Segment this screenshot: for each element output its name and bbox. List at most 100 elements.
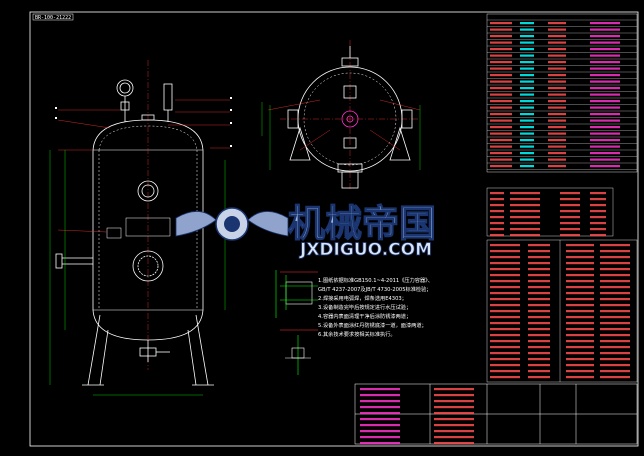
table-text-mark xyxy=(510,222,540,225)
table-text-mark xyxy=(510,234,540,237)
table-text-mark xyxy=(600,340,630,343)
table-text-mark xyxy=(490,286,520,289)
table-text-mark xyxy=(600,304,630,307)
table-text-mark xyxy=(520,28,534,31)
table-text-mark xyxy=(520,67,534,70)
table-text-mark xyxy=(510,198,540,201)
tech-note-4: 3.设备制造完毕后按规定进行水压试验； xyxy=(318,303,411,311)
table-text-mark xyxy=(490,198,504,201)
table-text-mark xyxy=(490,100,512,103)
tech-note-7: 6.其余技术要求按相关标准执行。 xyxy=(318,330,396,338)
table-text-mark xyxy=(590,139,620,142)
table-text-mark xyxy=(434,388,474,391)
table-text-mark xyxy=(434,406,474,409)
table-text-mark xyxy=(520,22,534,25)
table-text-mark xyxy=(548,48,566,51)
table-text-mark xyxy=(490,93,512,96)
table-text-mark xyxy=(360,388,400,391)
table-text-mark xyxy=(548,132,566,135)
table-text-mark xyxy=(490,35,512,38)
table-text-mark xyxy=(590,35,620,38)
table-text-mark xyxy=(548,80,566,83)
table-text-mark xyxy=(600,244,630,247)
table-text-mark xyxy=(566,274,594,277)
table-text-mark xyxy=(490,22,512,25)
table-text-mark xyxy=(490,228,504,231)
vessel-top-view xyxy=(280,40,420,190)
table-text-mark xyxy=(360,394,400,397)
table-text-mark xyxy=(566,268,594,271)
table-text-mark xyxy=(528,376,550,379)
table-text-mark xyxy=(490,316,520,319)
table-text-mark xyxy=(548,106,566,109)
table-text-mark xyxy=(548,145,566,148)
table-text-mark xyxy=(600,298,630,301)
table-text-mark xyxy=(566,364,594,367)
table-text-mark xyxy=(490,61,512,64)
table-text-mark xyxy=(360,442,400,445)
table-text-mark xyxy=(590,100,620,103)
table-text-mark xyxy=(600,292,630,295)
table-text-mark xyxy=(590,126,620,129)
table-text-mark xyxy=(528,310,550,313)
table-text-mark xyxy=(520,152,534,155)
table-text-mark xyxy=(566,304,594,307)
table-text-mark xyxy=(600,310,630,313)
table-text-mark xyxy=(548,158,566,161)
table-text-mark xyxy=(548,139,566,142)
table-text-mark xyxy=(528,262,550,265)
table-text-mark xyxy=(520,61,534,64)
table-text-mark xyxy=(590,210,606,213)
table-text-mark xyxy=(434,424,474,427)
table-text-mark xyxy=(566,352,594,355)
table-text-mark xyxy=(360,436,400,439)
table-text-mark xyxy=(590,106,620,109)
table-text-mark xyxy=(566,244,594,247)
table-text-mark xyxy=(490,204,504,207)
table-text-mark xyxy=(490,292,520,295)
table-text-mark xyxy=(600,346,630,349)
table-text-mark xyxy=(528,328,550,331)
table-text-mark xyxy=(490,322,520,325)
table-text-mark xyxy=(510,192,540,195)
table-text-mark xyxy=(528,346,550,349)
table-text-mark xyxy=(520,126,534,129)
table-text-mark xyxy=(490,268,520,271)
table-text-mark xyxy=(490,222,504,225)
table-text-mark xyxy=(548,22,566,25)
table-text-mark xyxy=(566,256,594,259)
table-text-mark xyxy=(600,334,630,337)
table-text-mark xyxy=(528,268,550,271)
table-text-mark xyxy=(360,406,400,409)
table-text-mark xyxy=(600,328,630,331)
table-text-mark xyxy=(590,198,606,201)
table-text-mark xyxy=(600,250,630,253)
table-text-mark xyxy=(520,145,534,148)
table-text-mark xyxy=(548,126,566,129)
table-text-mark xyxy=(490,139,512,142)
table-text-mark xyxy=(590,132,620,135)
watermark-title: 机械帝国 xyxy=(288,202,436,245)
table-text-mark xyxy=(590,228,606,231)
table-text-mark xyxy=(520,165,534,168)
table-text-mark xyxy=(548,113,566,116)
table-text-mark xyxy=(590,234,606,237)
table-text-mark xyxy=(520,80,534,83)
table-text-mark xyxy=(560,198,580,201)
table-text-mark xyxy=(434,418,474,421)
table-text-mark xyxy=(490,152,512,155)
table-text-mark xyxy=(528,352,550,355)
table-text-mark xyxy=(590,54,620,57)
table-text-mark xyxy=(520,132,534,135)
table-text-mark xyxy=(490,106,512,109)
table-text-mark xyxy=(560,222,580,225)
table-text-mark xyxy=(490,256,520,259)
table-text-mark xyxy=(590,216,606,219)
table-text-mark xyxy=(600,268,630,271)
design-data-table xyxy=(486,13,638,173)
table-text-mark xyxy=(520,100,534,103)
table-text-mark xyxy=(560,192,580,195)
table-text-mark xyxy=(490,364,520,367)
item-number-tags xyxy=(55,97,232,147)
table-text-mark xyxy=(490,304,520,307)
